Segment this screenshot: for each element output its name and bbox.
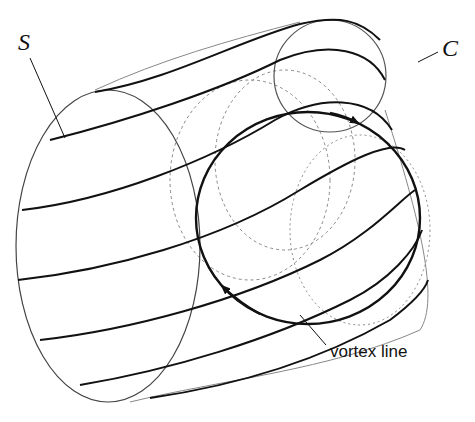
curve-c bbox=[196, 112, 420, 324]
vortex-line-label: vortex line bbox=[330, 343, 407, 360]
curve-label: C bbox=[442, 36, 458, 60]
surface-label: S bbox=[18, 30, 30, 54]
vortex-lines bbox=[18, 20, 428, 398]
cross-section bbox=[16, 90, 200, 402]
